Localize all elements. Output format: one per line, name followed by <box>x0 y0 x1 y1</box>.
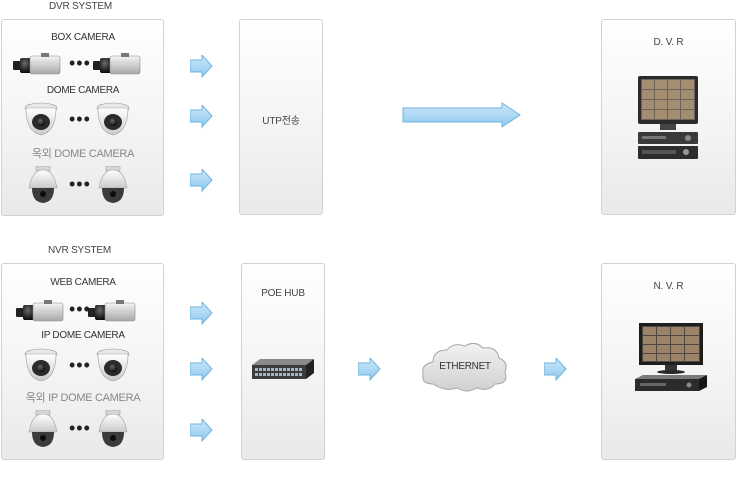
nvr-panel: N. V. R <box>601 263 736 460</box>
ethernet-cloud: ETHERNET <box>419 340 511 394</box>
ellipsis: ••• <box>69 174 91 194</box>
right-arrow-icon <box>358 358 381 381</box>
ip-dome-camera-label: IP DOME CAMERA <box>41 330 125 341</box>
poe-switch-icon <box>252 359 314 379</box>
dvr-label: D. V. R <box>653 37 684 48</box>
dome-camera-icon <box>96 348 130 382</box>
utp-panel: UTP전송 <box>239 19 323 215</box>
dvr-monitor-icon <box>638 76 698 159</box>
right-arrow-icon <box>190 302 213 325</box>
right-arrow-icon <box>190 419 213 442</box>
ptz-dome-camera-icon <box>98 410 128 448</box>
nvr-label: N. V. R <box>653 281 684 292</box>
right-arrow-icon <box>190 55 213 78</box>
dvr-panel: D. V. R <box>601 19 736 215</box>
ptz-dome-camera-icon <box>28 166 58 204</box>
poe-hub-panel: POE HUB <box>241 263 325 460</box>
box-camera-icon <box>16 300 64 322</box>
right-arrow-icon <box>544 358 567 381</box>
ptz-dome-camera-icon <box>98 166 128 204</box>
outdoor-ip-dome-camera-label: 옥외 IP DOME CAMERA <box>25 392 141 404</box>
ellipsis: ••• <box>69 299 91 319</box>
nvr-monitor-icon <box>635 323 707 391</box>
right-arrow-icon <box>190 358 213 381</box>
box-camera-icon <box>13 53 61 75</box>
dome-camera-icon <box>24 348 58 382</box>
dome-camera-icon <box>24 102 58 136</box>
ellipsis: ••• <box>69 53 91 73</box>
web-camera-label: WEB CAMERA <box>50 277 116 288</box>
cloud-icon <box>422 342 507 392</box>
utp-label: UTP전송 <box>262 116 300 127</box>
box-camera-label: BOX CAMERA <box>51 32 115 43</box>
ellipsis: ••• <box>69 355 91 375</box>
nvr-camera-panel: WEB CAMERA ••• IP DOME CAMERA ••• 옥외 IP … <box>1 263 164 460</box>
poe-hub-label: POE HUB <box>261 288 305 299</box>
box-camera-icon <box>88 300 136 322</box>
ellipsis: ••• <box>69 109 91 129</box>
outdoor-dome-camera-label: 옥외 DOME CAMERA <box>31 148 135 160</box>
box-camera-icon <box>93 53 141 75</box>
nvr-system-title: NVR SYSTEM <box>48 245 112 256</box>
ellipsis: ••• <box>69 418 91 438</box>
ethernet-label: ETHERNET <box>439 361 491 372</box>
dvr-system-title: DVR SYSTEM <box>49 1 113 12</box>
ptz-dome-camera-icon <box>28 410 58 448</box>
right-arrow-icon <box>190 105 213 128</box>
long-arrow-icon <box>402 102 521 128</box>
right-arrow-icon <box>190 169 213 192</box>
dome-camera-icon <box>96 102 130 136</box>
dvr-camera-panel: BOX CAMERA ••• DOME CAMERA ••• 옥외 DOME C… <box>1 19 164 216</box>
dome-camera-label: DOME CAMERA <box>46 85 120 96</box>
